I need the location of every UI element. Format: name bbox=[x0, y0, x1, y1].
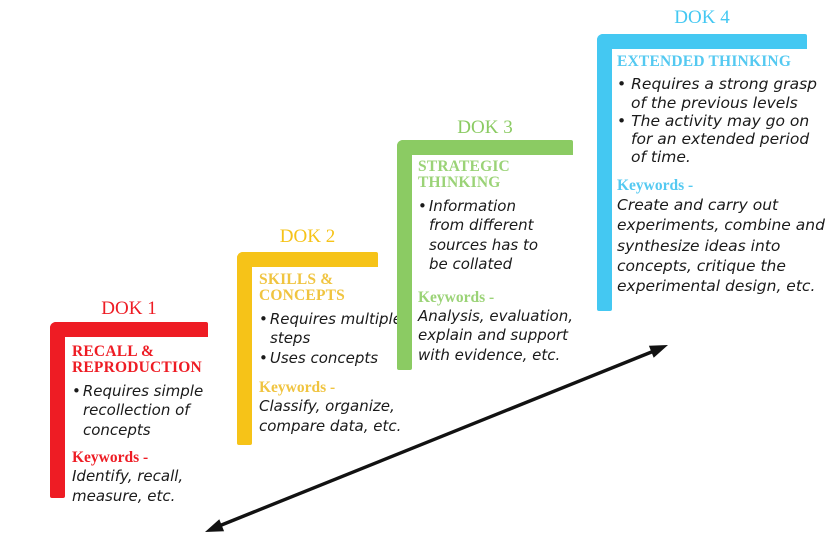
dok4-bracket-horizontal bbox=[597, 34, 807, 49]
dok2-keywords-label: Keywords - bbox=[259, 379, 336, 397]
bullet-item: Uses concepts bbox=[259, 349, 411, 369]
dok4-bracket-vertical bbox=[597, 34, 612, 311]
dok3-title: DOK 3 bbox=[457, 117, 513, 138]
dok3-keywords-text: Analysis, evaluation, explain and suppor… bbox=[418, 306, 574, 364]
dok4-keywords-label: Keywords - bbox=[617, 176, 694, 194]
arrow-head-upper-right-icon bbox=[648, 345, 668, 358]
bullet-item: Requires a strong grasp of the previous … bbox=[617, 75, 825, 112]
bullet-item: Requires simple recollection of concepts bbox=[72, 382, 214, 441]
dok1-bracket-vertical bbox=[50, 322, 65, 498]
dok3-heading: STRATEGIC THINKING bbox=[418, 158, 510, 192]
bullet-item: Information from different sources has t… bbox=[418, 197, 540, 275]
dok1-keywords-text: Identify, recall, measure, etc. bbox=[72, 467, 184, 505]
dok4-bullet-list: Requires a strong grasp of the previous … bbox=[617, 75, 825, 166]
dok4-content: EXTENDED THINKING Requires a strong gras… bbox=[617, 53, 825, 297]
dok1-bullet-list: Requires simple recollection of concepts bbox=[72, 382, 214, 441]
dok4-title: DOK 4 bbox=[674, 7, 730, 28]
dok2-bracket-horizontal bbox=[237, 252, 378, 267]
dok3-bracket-horizontal bbox=[397, 140, 573, 155]
dok3-bullet-list: Information from different sources has t… bbox=[418, 197, 540, 275]
dok4-keywords-text: Create and carry out experiments, combin… bbox=[617, 195, 825, 296]
dok3-keywords-label: Keywords - bbox=[418, 288, 495, 306]
dok2-title: DOK 2 bbox=[279, 226, 336, 247]
bullet-item: Requires multiple steps bbox=[259, 310, 411, 349]
dok2-heading: SKILLS & CONCEPTS bbox=[259, 271, 346, 305]
dok1-keywords-label: Keywords - bbox=[72, 449, 149, 467]
dok1-bracket-horizontal bbox=[50, 322, 208, 337]
dok1-title: DOK 1 bbox=[101, 298, 157, 319]
bullet-item: The activity may go on for an extended p… bbox=[617, 112, 825, 167]
dok1-heading: RECALL & REPRODUCTION bbox=[72, 343, 202, 377]
dok2-bullet-list: Requires multiple steps Uses concepts bbox=[259, 310, 411, 369]
dok2-content: SKILLS & CONCEPTS Requires multiple step… bbox=[259, 271, 411, 436]
dok1-content: RECALL & REPRODUCTION Requires simple re… bbox=[72, 343, 214, 506]
dok3-bracket-vertical bbox=[397, 140, 412, 370]
dok2-bracket-vertical bbox=[237, 252, 252, 445]
dok4-heading: EXTENDED THINKING bbox=[617, 53, 792, 70]
dok3-content: STRATEGIC THINKING Information from diff… bbox=[418, 158, 590, 365]
dok2-keywords-text: Classify, organize, compare data, etc. bbox=[259, 397, 402, 435]
arrow-head-lower-left-icon bbox=[205, 519, 225, 532]
